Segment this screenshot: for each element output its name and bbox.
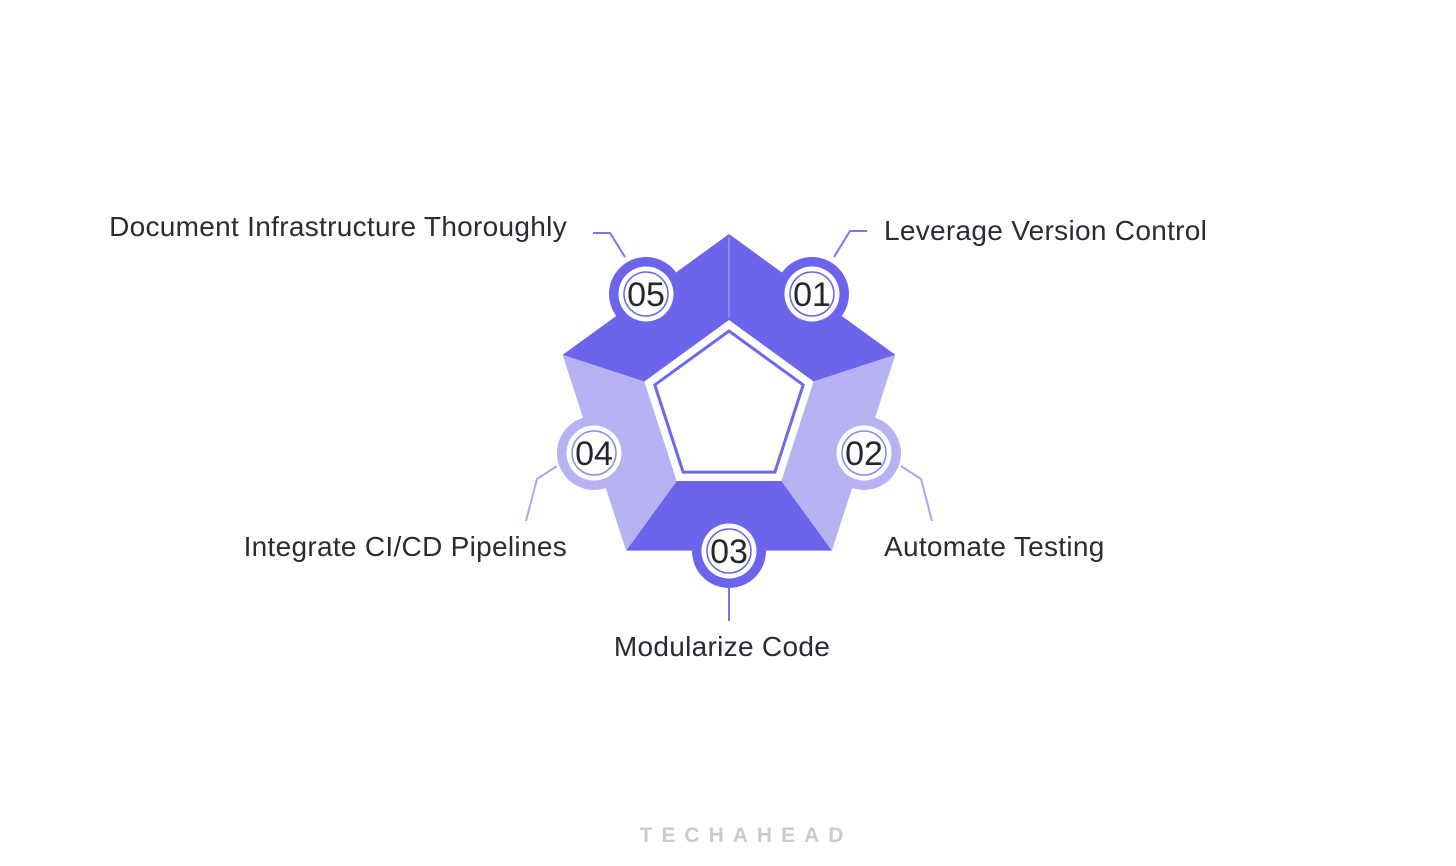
node-04-disc [566,425,622,481]
node-step-04: 04 [557,416,631,490]
node-step-01: 01 [775,257,849,331]
connector-step-02 [900,465,933,522]
node-step-05: 05 [609,257,683,331]
node-01-ring [789,271,835,317]
node-02-number: 02 [845,435,883,473]
connectors [525,230,933,621]
node-03-number: 03 [710,533,748,571]
label-step-02: Automate Testing [884,531,1105,562]
node-step-02: 02 [827,416,901,490]
node-step-03: 03 [692,514,766,588]
node-04-ring [571,430,617,476]
node-03-disc [701,523,757,579]
node-01-disc [784,266,840,322]
connector-step-04 [525,465,558,522]
label-step-03: Modularize Code [614,631,830,662]
label-step-04: Integrate CI/CD Pipelines [244,531,567,562]
inner-pentagon-outline [653,329,805,474]
node-03-ring [706,528,752,574]
connector-step-05 [593,232,626,258]
node-05-number: 05 [627,276,665,314]
label-step-05: Document Infrastructure Thoroughly [109,211,567,242]
connector-step-01 [833,230,867,258]
label-step-01: Leverage Version Control [884,215,1207,246]
brand-watermark: TECHAHEAD [640,824,853,847]
node-02-disc [836,425,892,481]
node-02-ring [841,430,887,476]
node-05-disc [618,266,674,322]
node-05-ring [623,271,669,317]
node-04-number: 04 [575,435,613,473]
node-01-number: 01 [793,276,831,314]
step-labels: Leverage Version Control Automate Testin… [109,211,1207,662]
